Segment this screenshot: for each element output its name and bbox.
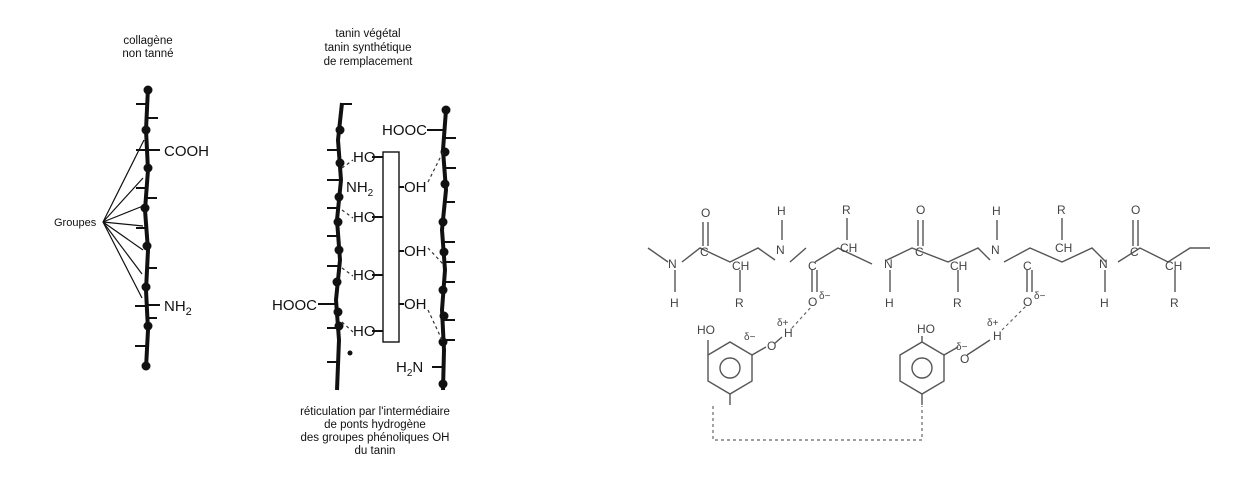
h2n-label: H2N [396, 359, 423, 379]
oh-label-3: OH [404, 296, 427, 313]
svg-text:H: H [784, 326, 793, 340]
svg-text:N: N [884, 257, 893, 271]
tanned-right-nodes [438, 105, 451, 389]
svg-text:H: H [885, 296, 894, 310]
cooh-label: COOH [164, 143, 209, 160]
svg-text:R: R [953, 296, 962, 310]
svg-text:N: N [668, 257, 677, 271]
backbone-atom-labels: N H O C CH R H N C O δ− R CH N H O C CH … [668, 203, 1182, 310]
tanned-title-line3: de remplacement [324, 56, 414, 68]
groups-pointer-lines [102, 139, 145, 299]
svg-text:C: C [915, 245, 924, 259]
untanned-title-line1: collagène [123, 35, 172, 47]
svg-text:H: H [670, 296, 679, 310]
svg-text:CH: CH [1055, 241, 1072, 255]
nh2-label: NH2 [164, 298, 192, 318]
svg-text:HO: HO [917, 322, 935, 336]
svg-text:O: O [767, 339, 776, 353]
ho-label-4: HO [353, 323, 376, 340]
oh-label-1: OH [404, 179, 427, 196]
tanned-chain-left [333, 102, 344, 391]
svg-text:H: H [993, 329, 1002, 343]
svg-text:N: N [991, 243, 1000, 257]
oh-label-2: OH [404, 243, 427, 260]
phenol-ring-1: HO O δ− δ+ H [697, 318, 793, 405]
h-bond-1 [791, 305, 813, 329]
h-bonds-right [427, 151, 444, 343]
svg-text:δ−: δ− [956, 342, 968, 353]
carbonyl-down-bonds [811, 270, 1033, 292]
svg-text:CH: CH [840, 241, 857, 255]
hooc-left-label: HOOC [272, 297, 317, 314]
phenol-ring-2: HO O δ− δ+ H [899, 318, 1002, 405]
side-single-bonds [674, 218, 1176, 292]
svg-text:R: R [842, 203, 851, 217]
collagen-tanning-svg: collagène non tanné COOH NH2 Group [54, 28, 456, 457]
svg-text:O: O [1023, 295, 1032, 309]
svg-text:H: H [992, 204, 1001, 218]
tanned-title-line2: tanin synthétique [325, 42, 412, 54]
svg-text:HO: HO [697, 323, 715, 337]
svg-text:CH: CH [732, 259, 749, 273]
peptide-backbone [681, 247, 1210, 265]
svg-text:C: C [1130, 245, 1139, 259]
svg-text:C: C [808, 259, 817, 273]
tannin-molecule-box [382, 151, 400, 343]
tanned-left-nodes [332, 125, 353, 356]
ho-label-2: HO [353, 209, 376, 226]
peptide-hbond-diagram: N H O C CH R H N C O δ− R CH N H O C CH … [600, 0, 1236, 478]
ho-bonds [372, 156, 383, 332]
ho-label-3: HO [353, 267, 376, 284]
svg-text:CH: CH [1165, 259, 1182, 273]
svg-text:O: O [701, 206, 710, 220]
svg-text:C: C [1023, 259, 1032, 273]
caption-line1: réticulation par l'intermédiaire [300, 406, 450, 418]
oh-bonds [399, 186, 404, 305]
svg-text:O: O [808, 295, 817, 309]
svg-text:H: H [777, 204, 786, 218]
groups-label: Groupes [54, 217, 97, 229]
tanned-right-ticks [443, 137, 456, 341]
svg-text:δ−: δ− [1034, 291, 1046, 302]
untanned-side-ticks [135, 103, 158, 347]
caption-line3: des groupes phénoliques OH [301, 432, 450, 444]
svg-text:O: O [1131, 203, 1140, 217]
svg-text:N: N [1099, 257, 1108, 271]
nh2-tanned-label: NH2 [346, 179, 374, 199]
carbonyl-up-bonds [702, 220, 1139, 246]
collagen-tanning-diagram: collagène non tanné COOH NH2 Group [0, 0, 560, 478]
svg-text:δ−: δ− [819, 291, 831, 302]
svg-text:δ+: δ+ [987, 318, 999, 329]
svg-text:N: N [776, 243, 785, 257]
caption-line4: du tanin [355, 445, 396, 457]
ho-label-1: HO [353, 149, 376, 166]
caption-line2: de ponts hydrogène [324, 419, 426, 431]
svg-text:R: R [735, 296, 744, 310]
h-bonds-left [341, 159, 354, 333]
ring-linker [712, 406, 923, 441]
tanned-title-line1: tanin végétal [335, 28, 400, 40]
h-bond-2 [1001, 305, 1027, 331]
svg-text:CH: CH [950, 259, 967, 273]
svg-text:O: O [916, 203, 925, 217]
svg-text:H: H [1100, 296, 1109, 310]
peptide-hbond-svg: N H O C CH R H N C O δ− R CH N H O C CH … [647, 203, 1210, 441]
tanned-left-ticks [327, 103, 352, 363]
svg-text:R: R [1057, 203, 1066, 217]
untanned-title-line2: non tanné [122, 48, 173, 60]
hooc-right-label: HOOC [382, 122, 427, 139]
svg-text:δ−: δ− [744, 332, 756, 343]
svg-text:R: R [1170, 296, 1179, 310]
svg-text:δ+: δ+ [777, 318, 789, 329]
svg-text:C: C [700, 245, 709, 259]
svg-text:O: O [960, 352, 969, 366]
